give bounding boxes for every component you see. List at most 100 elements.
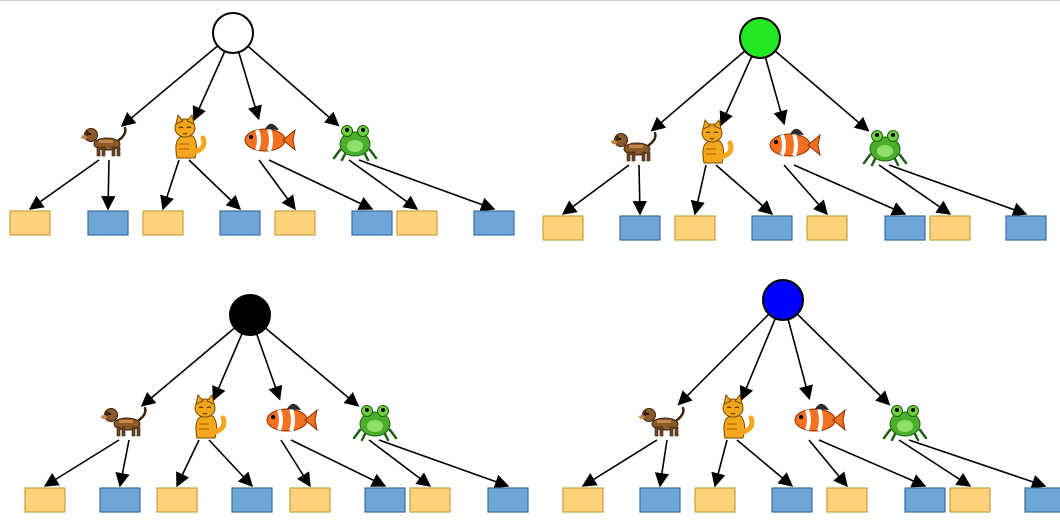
arrow-root-to-fish bbox=[237, 51, 262, 121]
leaf-box-yellow bbox=[396, 210, 438, 236]
leaf-box-blue bbox=[1024, 487, 1060, 513]
arrow-fish-to-leaf bbox=[783, 164, 828, 216]
top-divider-line bbox=[0, 0, 1060, 1]
frog-icon bbox=[862, 130, 908, 167]
leaf-box-yellow bbox=[289, 487, 331, 513]
arrow-root-to-dog bbox=[120, 45, 219, 127]
arrow-frog-to-leaf bbox=[898, 439, 972, 487]
tree-panel-bottom-right bbox=[562, 279, 1060, 513]
clownfish-icon bbox=[244, 123, 296, 152]
leaf-box-blue bbox=[751, 215, 793, 241]
frog-icon bbox=[882, 405, 928, 442]
arrow-root-to-cat bbox=[212, 333, 243, 402]
arrow-frog-to-leaf bbox=[378, 439, 510, 489]
leaf-box-yellow bbox=[694, 487, 736, 513]
arrow-dog-to-leaf bbox=[632, 164, 647, 216]
leaf-box-blue bbox=[99, 487, 141, 513]
arrow-dog-to-leaf bbox=[101, 159, 116, 211]
clownfish-icon bbox=[266, 403, 318, 432]
arrow-frog-to-leaf bbox=[368, 439, 432, 487]
arrow-root-to-fish bbox=[787, 319, 813, 401]
leaf-box-yellow bbox=[674, 215, 716, 241]
arrow-cat-to-leaf bbox=[160, 159, 180, 211]
arrow-dog-to-leaf bbox=[28, 159, 100, 210]
arrow-fish-to-leaf bbox=[280, 439, 311, 488]
arrow-frog-to-leaf bbox=[888, 164, 1028, 217]
leaf-box-yellow bbox=[274, 210, 316, 236]
arrow-fish-to-leaf bbox=[793, 164, 907, 216]
clownfish-icon bbox=[794, 403, 846, 432]
arrow-root-to-fish bbox=[255, 333, 283, 401]
arrow-cat-to-leaf bbox=[711, 439, 728, 488]
leaf-box-yellow bbox=[142, 210, 184, 236]
arrow-dog-to-leaf bbox=[115, 439, 130, 488]
arrow-cat-to-leaf bbox=[715, 164, 774, 215]
root-node-circle bbox=[762, 279, 804, 321]
leaf-box-blue bbox=[771, 487, 813, 513]
cat-icon bbox=[722, 393, 755, 439]
dog-icon bbox=[81, 126, 127, 157]
leaf-box-blue bbox=[1005, 215, 1047, 241]
arrow-cat-to-leaf bbox=[208, 439, 253, 488]
arrow-frog-to-leaf bbox=[878, 164, 952, 215]
arrow-root-to-frog bbox=[247, 45, 340, 127]
arrow-root-to-dog bbox=[677, 313, 770, 406]
root-node-circle bbox=[212, 12, 254, 54]
arrow-root-to-dog bbox=[140, 327, 236, 407]
frog-icon bbox=[352, 405, 398, 442]
arrow-root-to-frog bbox=[774, 50, 870, 132]
arrow-dog-to-leaf bbox=[581, 439, 658, 487]
leaf-box-yellow bbox=[24, 487, 66, 513]
frog-icon bbox=[332, 125, 378, 162]
clownfish-icon bbox=[769, 128, 821, 157]
cat-icon bbox=[194, 393, 227, 439]
root-node-circle bbox=[229, 294, 271, 336]
arrow-cat-to-leaf bbox=[176, 439, 200, 488]
leaf-box-yellow bbox=[409, 487, 451, 513]
arrow-cat-to-leaf bbox=[736, 439, 794, 487]
leaf-box-blue bbox=[364, 487, 406, 513]
arrow-frog-to-leaf bbox=[358, 159, 496, 212]
leaf-box-yellow bbox=[826, 487, 868, 513]
arrow-root-to-frog bbox=[264, 327, 360, 407]
leaf-box-blue bbox=[219, 210, 261, 236]
dog-icon bbox=[101, 406, 147, 437]
leaf-box-yellow bbox=[562, 487, 604, 513]
leaf-box-yellow bbox=[949, 487, 991, 513]
arrow-cat-to-leaf bbox=[690, 164, 707, 216]
dog-icon bbox=[611, 131, 657, 162]
arrow-cat-to-leaf bbox=[188, 159, 242, 210]
arrow-frog-to-leaf bbox=[348, 159, 419, 210]
leaf-box-yellow bbox=[929, 215, 971, 241]
cat-icon bbox=[701, 118, 734, 164]
arrow-root-to-fish bbox=[764, 57, 788, 126]
tree-panel-top-left bbox=[9, 12, 515, 236]
leaf-box-blue bbox=[884, 215, 926, 241]
arrow-fish-to-leaf bbox=[818, 439, 927, 488]
arrow-root-to-dog bbox=[650, 50, 746, 132]
leaf-box-blue bbox=[487, 487, 529, 513]
arrow-dog-to-leaf bbox=[43, 439, 120, 487]
leaf-box-yellow bbox=[542, 215, 584, 241]
arrow-root-to-cat bbox=[719, 55, 753, 127]
arrow-dog-to-leaf bbox=[561, 164, 630, 215]
dog-icon bbox=[639, 406, 685, 437]
arrow-dog-to-leaf bbox=[654, 439, 670, 488]
arrow-fish-to-leaf bbox=[290, 439, 387, 487]
leaf-box-blue bbox=[473, 210, 515, 236]
tree-panel-bottom-left bbox=[24, 294, 529, 513]
leaf-box-blue bbox=[87, 210, 129, 236]
arrow-frog-to-leaf bbox=[908, 439, 1047, 489]
leaf-box-yellow bbox=[156, 487, 198, 513]
arrow-root-to-cat bbox=[739, 318, 777, 402]
leaf-box-yellow bbox=[9, 210, 51, 236]
tree-panel-top-right bbox=[542, 17, 1047, 241]
leaf-box-blue bbox=[639, 487, 681, 513]
leaf-box-yellow bbox=[806, 215, 848, 241]
cat-icon bbox=[174, 113, 207, 159]
root-node-circle bbox=[739, 17, 781, 59]
arrow-root-to-frog bbox=[796, 313, 891, 406]
leaf-box-blue bbox=[231, 487, 273, 513]
